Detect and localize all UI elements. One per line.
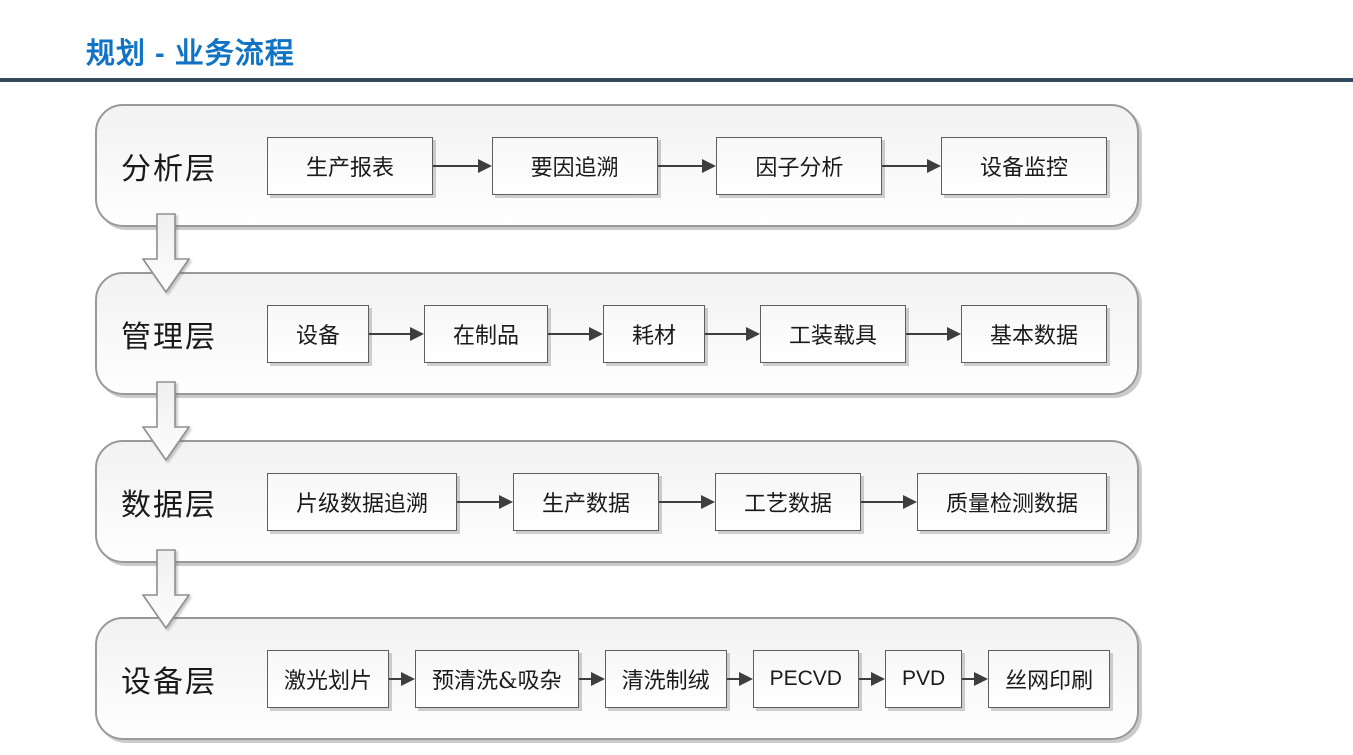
flow-node: 清洗制绒 (604, 649, 727, 708)
flow-node: 设备监控 (940, 136, 1107, 195)
flow-node: PVD (884, 649, 963, 708)
flow-node: 片级数据追溯 (267, 472, 458, 531)
flow-arrow-icon (389, 671, 416, 686)
layer-label: 管理层 (121, 319, 217, 355)
flow-arrow-icon (433, 158, 492, 173)
flow-arrow-icon (906, 326, 961, 341)
flow-arrow-icon (861, 494, 917, 509)
flow-arrow-icon (962, 671, 989, 686)
layer-label: 数据层 (121, 487, 217, 523)
layer-panel-management: 管理层 设备 在制品 耗材 工装载具 基本数据 (95, 272, 1139, 395)
page-title: 规划 - 业务流程 (86, 38, 295, 70)
flow-node: 在制品 (424, 304, 549, 363)
flow-node: 丝网印刷 (988, 649, 1111, 708)
flow-arrow-icon (858, 671, 885, 686)
flow-arrow-icon (882, 158, 941, 173)
flow-row: 片级数据追溯 生产数据 工艺数据 质量检测数据 (267, 472, 1108, 531)
header-divider (0, 78, 1353, 82)
flow-arrow-icon (657, 158, 717, 173)
layer-panel-analysis: 分析层 生产报表 要因追溯 因子分析 设备监控 (95, 104, 1139, 227)
flow-node: 质量检测数据 (917, 472, 1108, 531)
flow-node: 设备 (267, 304, 370, 363)
flow-row: 生产报表 要因追溯 因子分析 设备监控 (267, 136, 1107, 195)
flow-arrow-icon (659, 494, 715, 509)
down-arrow-icon (142, 549, 190, 629)
flow-node: 基本数据 (961, 304, 1108, 363)
flow-arrow-icon (578, 671, 605, 686)
flow-arrow-icon (369, 326, 424, 341)
flow-arrow-icon (457, 494, 513, 509)
flow-row: 激光划片 预清洗&吸杂 清洗制绒 PECVD PVD 丝网印刷 (267, 649, 1111, 708)
flow-node: 耗材 (603, 304, 706, 363)
flow-node: 生产报表 (267, 136, 434, 195)
flow-node: 因子分析 (716, 136, 883, 195)
down-arrow-icon (142, 213, 190, 293)
flow-arrow-icon (705, 326, 760, 341)
down-arrow-icon (142, 381, 190, 461)
flow-arrow-icon (726, 671, 753, 686)
flow-arrow-icon (548, 326, 603, 341)
flow-node: 预清洗&吸杂 (415, 649, 579, 708)
layer-panel-data: 数据层 片级数据追溯 生产数据 工艺数据 质量检测数据 (95, 440, 1139, 563)
flow-node: 生产数据 (513, 472, 660, 531)
flow-node: 工艺数据 (715, 472, 862, 531)
flow-node: PECVD (752, 649, 859, 708)
layer-label: 设备层 (121, 664, 217, 700)
flow-node: 要因追溯 (491, 136, 658, 195)
layer-label: 分析层 (121, 151, 217, 187)
flow-node: 激光划片 (267, 649, 390, 708)
flow-row: 设备 在制品 耗材 工装载具 基本数据 (267, 304, 1108, 363)
layer-panel-equipment: 设备层 激光划片 预清洗&吸杂 清洗制绒 PECVD PVD 丝网印刷 (95, 617, 1139, 740)
flow-node: 工装载具 (760, 304, 907, 363)
